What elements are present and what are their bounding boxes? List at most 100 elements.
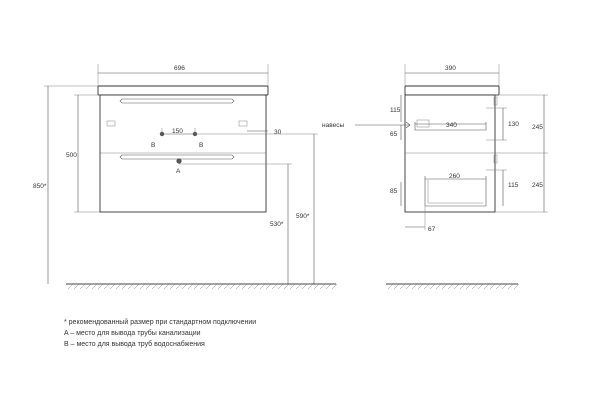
ground-hatch — [109, 283, 116, 290]
ground-hatch — [67, 283, 74, 290]
ground-hatch — [259, 283, 266, 290]
ground-hatch — [465, 283, 472, 290]
front-view: B B A 696 150 30 500 850* 530* 590* — [33, 64, 318, 284]
ground-line-side — [386, 283, 520, 290]
water-height-dimension: 590* — [296, 213, 310, 220]
ground-hatch — [163, 283, 170, 290]
label-b-left: B — [151, 142, 155, 149]
ground-hatch — [471, 283, 478, 290]
ground-hatch — [301, 283, 308, 290]
ground-hatch — [423, 283, 430, 290]
ground-hatch — [483, 283, 490, 290]
total-height-dimension: 850* — [33, 183, 47, 190]
body-height-dimension: 500 — [66, 152, 77, 159]
ground-hatch — [133, 283, 140, 290]
ground-hatch — [477, 283, 484, 290]
ground-hatch — [319, 283, 326, 290]
bottom-inner-drawer — [424, 176, 487, 207]
ground-hatch — [513, 283, 520, 290]
top-drawer-handle — [119, 98, 235, 104]
ground-hatch — [417, 283, 424, 290]
ground-hatch — [459, 283, 466, 290]
ground-hatch — [211, 283, 218, 290]
side-body — [404, 94, 496, 213]
ground-hatch — [489, 283, 496, 290]
ground-hatch — [199, 283, 206, 290]
ground-hatch — [217, 283, 224, 290]
ground-hatch — [175, 283, 182, 290]
ground-hatch — [435, 283, 442, 290]
left-bracket — [106, 120, 116, 127]
ground-hatch — [229, 283, 236, 290]
d85: 85 — [390, 188, 398, 195]
ground-hatch — [507, 283, 514, 290]
ground-hatch — [289, 283, 296, 290]
ground-hatch — [97, 283, 104, 290]
ground-hatch — [151, 283, 158, 290]
ground-hatch — [235, 283, 242, 290]
d115-bottom: 115 — [508, 182, 519, 189]
side-offset-dimension: 30 — [274, 129, 282, 136]
label-b-right: B — [199, 142, 203, 149]
ground-hatch — [85, 283, 92, 290]
hanging-label: навесы — [322, 122, 344, 129]
ground-hatch — [331, 283, 338, 290]
ground-hatch — [205, 283, 212, 290]
ground-hatch — [271, 283, 278, 290]
ground-hatch — [145, 283, 152, 290]
ground-hatch — [241, 283, 248, 290]
ground-hatch — [187, 283, 194, 290]
ground-hatch — [193, 283, 200, 290]
width-dimension: 696 — [174, 65, 185, 72]
d65: 65 — [390, 131, 398, 138]
ground-hatch — [453, 283, 460, 290]
note-water: B – место для вывода труб водоснабжения — [64, 340, 205, 348]
ground-hatch — [307, 283, 314, 290]
ground-hatch — [115, 283, 122, 290]
ground-hatch — [121, 283, 128, 290]
ground-hatch — [429, 283, 436, 290]
ground-hatch — [411, 283, 418, 290]
ground-hatch — [501, 283, 508, 290]
ground-hatch — [495, 283, 502, 290]
bottom-drawer-handle — [119, 154, 235, 160]
ground-hatch — [277, 283, 284, 290]
d340: 340 — [446, 122, 457, 129]
ground-hatch — [181, 283, 188, 290]
ground-hatch — [325, 283, 332, 290]
ground-hatch — [139, 283, 146, 290]
d245-top: 245 — [532, 124, 543, 131]
ground-hatch — [447, 283, 454, 290]
note-drain: A – место для вывода трубы канализации — [64, 329, 201, 337]
drain-height-dimension: 530* — [270, 221, 284, 228]
ground-hatch — [283, 283, 290, 290]
cabinet-body — [99, 94, 267, 213]
ground-line-front — [66, 283, 338, 290]
ground-hatch — [169, 283, 176, 290]
depth-dimension: 390 — [445, 65, 456, 72]
ground-hatch — [295, 283, 302, 290]
side-view: навесы 390 115 65 340 130 245 260 85 — [322, 64, 548, 233]
ground-hatch — [265, 283, 272, 290]
d67: 67 — [428, 226, 436, 233]
ground-hatch — [441, 283, 448, 290]
drain-outlet — [176, 158, 182, 164]
d245-bottom: 245 — [532, 182, 543, 189]
countertop — [97, 85, 269, 96]
ground-hatch — [73, 283, 80, 290]
pipe-spacing-dimension: 150 — [172, 128, 183, 135]
ground-hatch — [393, 283, 400, 290]
ground-hatch — [91, 283, 98, 290]
ground-hatch — [127, 283, 134, 290]
ground-hatch — [79, 283, 86, 290]
d115-top: 115 — [390, 107, 401, 114]
ground-hatch — [399, 283, 406, 290]
label-a: A — [176, 168, 181, 175]
ground-hatch — [313, 283, 320, 290]
ground-hatch — [387, 283, 394, 290]
top-inner-drawer — [414, 122, 487, 131]
ground-hatch — [103, 283, 110, 290]
ground-hatch — [253, 283, 260, 290]
right-bracket — [238, 120, 248, 127]
